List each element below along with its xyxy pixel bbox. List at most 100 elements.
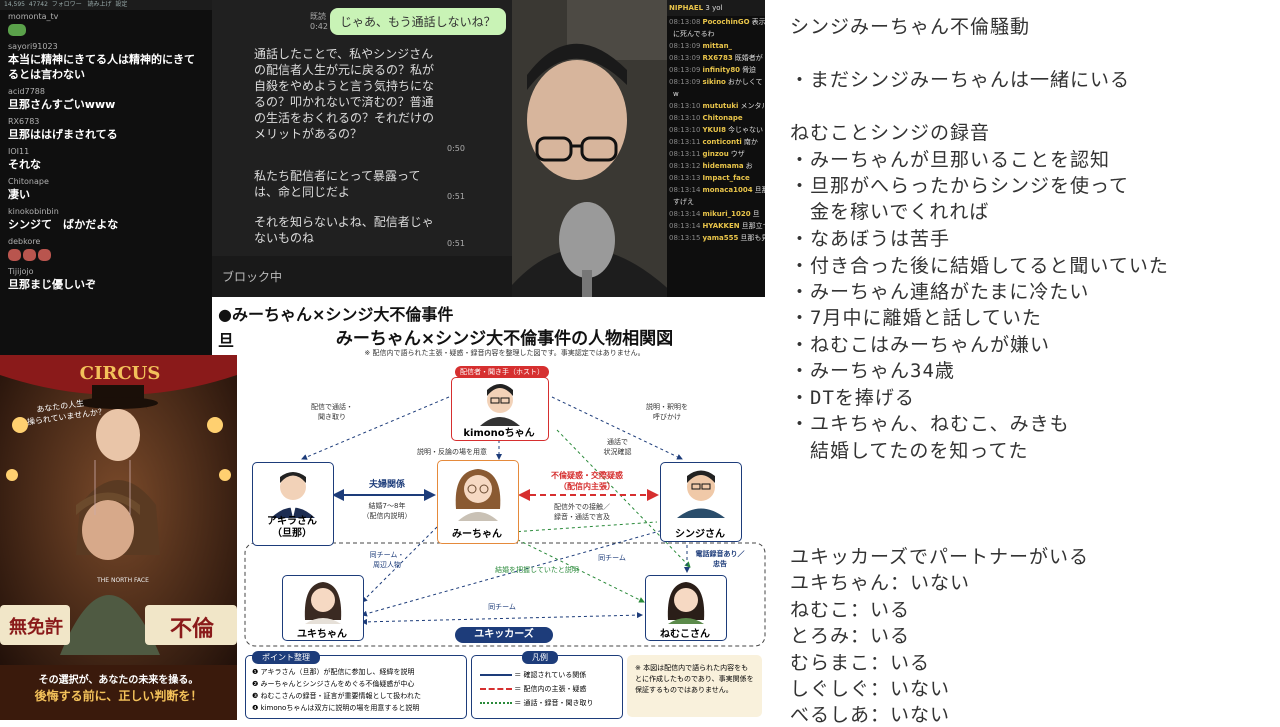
settings-label: 設定 (115, 1, 128, 8)
edge-mii-nemuko (511, 536, 645, 603)
chat-text: シンジて ばかだよな (8, 218, 119, 231)
note-line: ・みーちゃんが旦那いることを認知 (790, 149, 1111, 171)
legend-claim: ＝ 配信内の主張・疑惑 (480, 682, 593, 696)
node-nemuko-label: ねむこさん (660, 629, 710, 640)
chat-username[interactable]: IOI11 (8, 147, 30, 156)
chat-right-user[interactable]: YKUI8 (702, 126, 726, 134)
chat-right-user[interactable]: hidemama (702, 162, 744, 170)
edge-label-host-shinji: 説明・釈明を 呼びかけ (646, 403, 688, 421)
chat-right-header: NIPHAEL 3 yol (667, 0, 765, 16)
chat-right-text: 表示中 (751, 18, 765, 26)
chat-username[interactable]: kinokobinbin (8, 207, 59, 216)
note-line: しぐしぐ：いない (790, 678, 951, 700)
chat-right-time: 08:13:09 (669, 42, 701, 50)
stream-chat-right: NIPHAEL 3 yol 08:13:08PocochinGO表示中に死んでる… (667, 0, 765, 320)
received-message-1: 通話したことで、私やシンジさんの配信者人生が元に戻るの？私が自殺をやめようと言う… (254, 47, 435, 141)
chat-right-user[interactable]: yama555 (702, 234, 739, 242)
chat-username[interactable]: sayori91023 (8, 42, 58, 51)
points-box: ポイント整理 ❶ アキラさん（旦那）が配信に参加し、経緯を説明 ❷ みーちゃんと… (245, 651, 467, 719)
chat-right-row: 08:13:08PocochinGO表示中 (667, 16, 765, 28)
monkey-emote-icon (38, 249, 51, 261)
chat-right-user[interactable]: mittan_ (702, 42, 733, 50)
chat-username[interactable]: Chitonape (8, 177, 49, 186)
chat-username[interactable]: debkore (8, 237, 41, 246)
edge-host-shinji (551, 396, 683, 460)
node-host (451, 377, 549, 441)
host-tag: 配信者・聞き手（ホスト） (455, 366, 549, 378)
channel-count: 3 (705, 4, 710, 12)
node-yuki-label: ユキちゃん (297, 629, 347, 640)
diagram-subtitle: ※ 配信内で語られた主張・疑惑・録音内容を整理した図です。事実認定ではありません… (364, 349, 645, 357)
chat-right-time: 08:13:09 (669, 78, 701, 86)
monkey-emote-icon (8, 249, 21, 261)
channel-name-2[interactable]: yol (712, 4, 723, 12)
notes-title: シンジみーちゃん不倫騒動 (790, 16, 1031, 38)
chat-right-user[interactable]: sikino (702, 78, 726, 86)
blocked-label: ブロック中 (222, 270, 283, 284)
node-shinji-label: シンジさん (675, 529, 725, 540)
host-avatar-icon (480, 384, 520, 426)
chat-right-user[interactable]: monaca1004 (702, 186, 753, 194)
chat-right-user[interactable]: conticonti (702, 138, 742, 146)
chat-right-user[interactable]: RX6783 (702, 54, 733, 62)
chat-text: 旦那ははげまされてる (8, 128, 118, 141)
chat-right-text: 既婚者が (734, 54, 763, 62)
chat-right-user[interactable]: HYAKKEN (702, 222, 740, 230)
chat-message: IOI11 それな (0, 145, 212, 175)
note-heading: ねむことシンジの録音 (790, 122, 991, 144)
poster-artwork-icon (0, 355, 237, 720)
nemuko-avatar-icon (667, 582, 705, 624)
chat-right-user[interactable]: mikuri_1020 (702, 210, 751, 218)
chat-right-user[interactable]: ginzou (702, 150, 729, 158)
edge-label-couple: 夫婦関係 (368, 480, 405, 490)
chat-username[interactable]: momonta_tv (8, 12, 59, 21)
chat-right-text: w (673, 90, 679, 98)
channel-name[interactable]: NIPHAEL (669, 4, 704, 12)
yuki-avatar-icon (304, 582, 342, 624)
chat-username[interactable]: Tijijojo (8, 267, 34, 276)
disclaimer-text: ※ 本図は配信内で語られた内容をもとに作成したものであり、事実関係を保証するもの… (635, 664, 754, 694)
chat-right-time: 08:13:14 (669, 210, 701, 218)
chat-username[interactable]: RX6783 (8, 117, 40, 126)
chat-right-user[interactable]: PocochinGO (702, 18, 750, 26)
note-line: ・7月中に離婚と話していた (790, 307, 1042, 329)
chat-right-user[interactable]: Chitonape (702, 114, 743, 122)
chat-username[interactable]: acid7788 (8, 87, 45, 96)
note-line: 結婚してたのを知ってた (790, 440, 1029, 462)
chat-right-row: 08:13:14monaca1004旦那 (667, 184, 765, 196)
edge-label-host-akira: 配信で通話・ 聞き取り (311, 403, 353, 421)
point-item-4: ❹ kimonoちゃんは双方に説明の場を用意すると説明 (252, 704, 420, 712)
chat-right-time: 08:13:09 (669, 66, 701, 74)
chat-right-user[interactable]: Impact_face (702, 174, 750, 182)
chat-right-text: 旦那立つ (741, 222, 765, 230)
received-message-2: 私たち配信者にとって暴露っては、命と同じだよ (254, 169, 421, 199)
node-akira (252, 462, 334, 546)
note-line: ・ユキちゃん、ねむこ、みきも (790, 413, 1070, 435)
stream-chat-left: 14,595 47742 フォロワー 読み上げ 設定 momonta_tv sa… (0, 0, 212, 355)
note-line: ・付き合った後に結婚してると聞いていた (790, 255, 1169, 277)
chat-message: sayori91023 本当に精神にきてる人は精神的にきてるとは言わない (0, 40, 212, 85)
chat-stats-bar: 14,595 47742 フォロワー 読み上げ 設定 (0, 0, 212, 10)
chat-right-user[interactable]: infinity80 (702, 66, 741, 74)
chat-right-list: 08:13:08PocochinGO表示中に死んでるわ08:13:09mitta… (667, 16, 765, 244)
legend-call: ＝ 通話・録音・聞き取り (480, 696, 593, 710)
chat-right-user[interactable]: mututuki (702, 102, 739, 110)
sent-bubble: じゃあ、もう通話しないね？ (330, 8, 506, 35)
note-line: ・旦那がへらったからシンジを使って (790, 175, 1130, 197)
diagram-title: みーちゃん×シンジ大不倫事件の人物相関図 (335, 329, 674, 349)
node-shinji (660, 462, 742, 542)
message-time-3: 0:51 (447, 239, 465, 248)
chat-right-text: 旦那も見 (740, 234, 765, 242)
poster-bottom-line-1: その選択が、あなたの未来を操る。 (38, 675, 199, 686)
poster-bottom-line-2: 後悔する前に、正しい判断を！ (34, 689, 203, 703)
node-yuki (282, 575, 364, 641)
edge-label-nemuko-mii: 結婚を把握していたと説明 (495, 566, 579, 574)
poster-left-word: 無免許 (9, 617, 63, 638)
node-mii-label: みーちゃん (452, 529, 502, 540)
